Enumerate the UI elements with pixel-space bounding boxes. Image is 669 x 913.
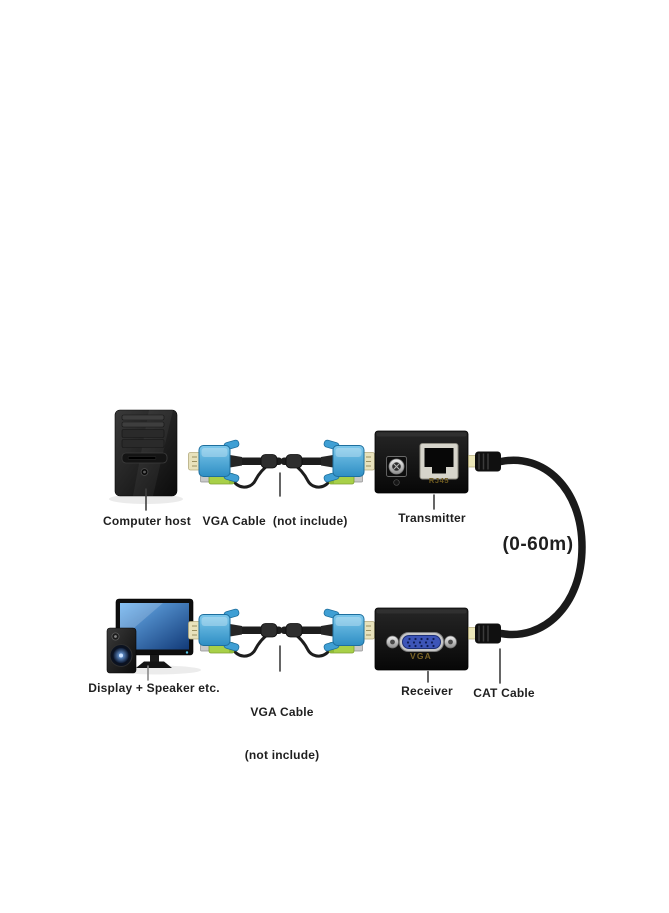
vga-cable-bottom-label: VGA Cable (not include) xyxy=(212,676,352,791)
receiver-label: Receiver xyxy=(401,684,453,698)
label-pointer-lines xyxy=(145,472,501,684)
vga-cable-bottom-label-line2: (not include) xyxy=(244,747,320,762)
transmitter-label: Transmitter xyxy=(398,511,466,525)
vga-cable-top-label: VGA Cable (not include) xyxy=(202,514,348,528)
display-speaker-icon xyxy=(106,598,201,675)
computer-host-label: Computer host xyxy=(103,514,191,528)
transmitter-port-label: RJ45 xyxy=(428,476,450,485)
vga-cable-bottom-icon xyxy=(189,608,375,656)
vga-cable-bottom-label-line1: VGA Cable xyxy=(250,704,314,719)
receiver-port-label: VGA xyxy=(409,651,433,661)
cat-cable-curve xyxy=(497,456,586,639)
receiver-icon xyxy=(374,607,501,671)
display-speaker-label: Display + Speaker etc. xyxy=(88,681,220,695)
computer-host-icon xyxy=(109,409,183,504)
cat-cable-label: CAT Cable xyxy=(473,686,535,700)
transmitter-icon xyxy=(374,430,501,494)
vga-cable-top-icon xyxy=(189,439,375,487)
distance-label: (0-60m) xyxy=(502,534,574,555)
